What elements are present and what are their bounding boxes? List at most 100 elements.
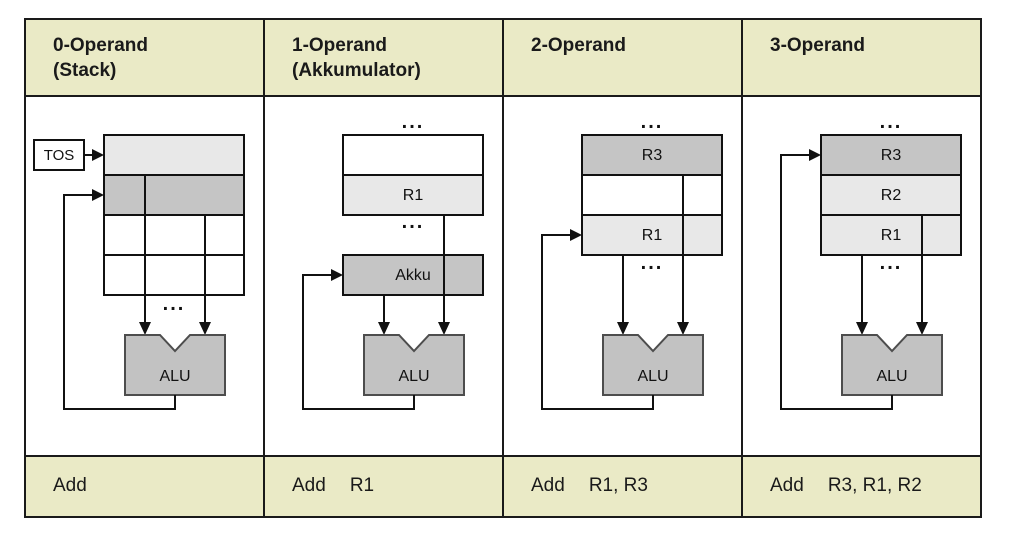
feedback-arrowhead-icon [809, 148, 821, 161]
instruction-operands: R3, R1, R2 [827, 475, 922, 497]
down-arrowhead-icon [139, 321, 151, 335]
feedback-line [302, 273, 415, 410]
column-title: 3-Operand [770, 35, 866, 56]
feedback-line [63, 193, 176, 410]
column-title: 2-Operand [531, 35, 627, 56]
register-label: R1 [881, 227, 902, 244]
register-file: R3 R2 R1 [820, 133, 962, 256]
ellipsis-bottom: ... [402, 211, 425, 233]
ellipsis-top: ... [402, 111, 425, 133]
three-operand-diagram-svg: ... R3 R2 R1 ... [780, 111, 962, 410]
alu-shape [363, 333, 465, 396]
feedback-path [63, 188, 176, 410]
alu: ALU [602, 333, 704, 396]
column-0-operand: 0-Operand (Stack) [26, 20, 263, 516]
akku-diagram-svg: ... R1 ... Akku [302, 111, 484, 410]
down-arrowhead-icon [677, 321, 689, 335]
akku-register: Akku [342, 253, 484, 296]
alu-shape [841, 333, 943, 396]
instruction-mnemonic: Add [531, 475, 565, 497]
feedback-arrowhead-icon [92, 188, 104, 201]
instruction-mnemonic: Add [292, 475, 326, 497]
tos-arrowhead-icon [92, 148, 104, 161]
register-file [103, 133, 245, 296]
stack-row-2 [103, 173, 245, 216]
instruction-cell: Add R1, R3 [504, 454, 741, 516]
diagram-stack: TOS ... ALU [26, 96, 263, 455]
down-arrowhead-icon [856, 321, 868, 335]
ellipsis-bottom: ... [641, 252, 664, 274]
header-cell: 3-Operand [743, 20, 980, 97]
diagram-2-operand: ... R3 R1 ... [504, 96, 741, 455]
instruction-mnemonic: Add [770, 475, 804, 497]
ellipsis-top: ... [880, 111, 903, 133]
feedback-line [780, 153, 893, 410]
instruction-cell: Add R1 [265, 454, 502, 516]
stack-row-3 [103, 213, 245, 256]
header-cell: 0-Operand (Stack) [26, 20, 263, 97]
two-operand-diagram-svg: ... R3 R1 ... [541, 111, 723, 410]
alu: ALU [124, 333, 226, 396]
register-row-3 [581, 213, 723, 256]
header-cell: 1-Operand (Akkumulator) [265, 20, 502, 97]
alu: ALU [841, 333, 943, 396]
column-1-operand: 1-Operand (Akkumulator) ... R1 ... Akku [263, 20, 502, 516]
column-subtitle: (Akkumulator) [292, 60, 421, 82]
alu-label: ALU [637, 368, 668, 385]
instruction-cell: Add [26, 454, 263, 516]
register-file: R3 R1 [581, 133, 723, 256]
alu: ALU [363, 333, 465, 396]
feedback-line [541, 233, 654, 410]
register-row-2 [820, 173, 962, 216]
akku-box [342, 253, 484, 296]
akku-label: Akku [395, 267, 431, 284]
feedback-arrowhead-icon [331, 268, 343, 281]
register-row-1 [342, 133, 484, 176]
register-file: R1 [342, 133, 484, 216]
column-3-operand: 3-Operand ... R3 R2 R1 [741, 20, 980, 516]
alu-label: ALU [398, 368, 429, 385]
instruction-operands: R1, R3 [588, 475, 648, 497]
ellipsis-bottom: ... [880, 252, 903, 274]
ellipsis-top: ... [641, 111, 664, 133]
register-label: R1 [642, 227, 663, 244]
register-label: R3 [881, 147, 902, 164]
instruction-cell: Add R3, R1, R2 [743, 454, 980, 516]
tos-label: TOS [44, 147, 75, 164]
column-2-operand: 2-Operand ... R3 R1 [502, 20, 741, 516]
instruction-mnemonic: Add [53, 475, 87, 497]
feedback-path [541, 228, 654, 410]
register-row-2 [342, 173, 484, 216]
register-row-2 [581, 173, 723, 216]
tos-pointer: TOS [33, 138, 104, 171]
column-title: 1-Operand [292, 35, 388, 56]
down-arrowhead-icon [916, 321, 928, 335]
header-cell: 2-Operand [504, 20, 741, 97]
column-subtitle: (Stack) [53, 60, 117, 82]
alu-label: ALU [876, 368, 907, 385]
alu-shape [602, 333, 704, 396]
ellipsis-bottom: ... [163, 293, 186, 315]
register-row-3 [820, 213, 962, 256]
stack-diagram-svg: TOS ... ALU [33, 133, 245, 410]
alu-label: ALU [159, 368, 190, 385]
diagram-3-operand: ... R3 R2 R1 ... [743, 96, 980, 455]
register-label: R2 [881, 187, 902, 204]
feedback-arrowhead-icon [570, 228, 582, 241]
alu-shape [124, 333, 226, 396]
tos-box [33, 138, 85, 171]
down-arrowhead-icon [199, 321, 211, 335]
column-title: 0-Operand [53, 35, 149, 56]
feedback-path [302, 268, 415, 410]
register-label: R3 [642, 147, 663, 164]
stack-row-4 [103, 253, 245, 296]
feedback-path [780, 148, 893, 410]
down-arrowhead-icon [438, 321, 450, 335]
operand-architecture-table: 0-Operand (Stack) [24, 18, 982, 518]
register-label: R1 [403, 187, 424, 204]
stack-row-1 [103, 133, 245, 176]
instruction-operands: R1 [349, 475, 375, 497]
down-arrowhead-icon [378, 321, 390, 335]
diagram-akkumulator: ... R1 ... Akku [265, 96, 502, 455]
